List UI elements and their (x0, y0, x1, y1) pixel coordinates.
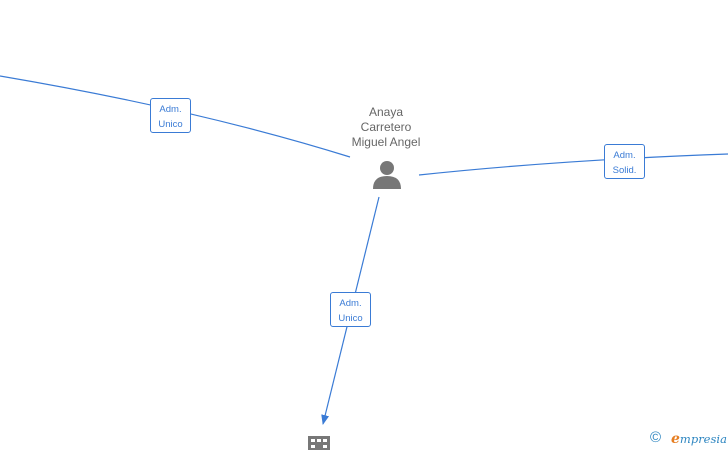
brand-logo[interactable]: empresia (671, 431, 727, 447)
relation-label-left[interactable]: Adm. Unico (150, 98, 191, 133)
brand-name: mpresia (679, 432, 727, 446)
relation-label-bottom-line-2: Unico (338, 313, 363, 324)
person-node-name[interactable]: Anaya Carretero Miguel Angel (330, 105, 442, 150)
person-icon[interactable] (371, 160, 403, 190)
relation-label-right-line-2: Solid. (612, 165, 637, 176)
relation-label-bottom-line-1: Adm. (339, 298, 362, 309)
person-name-line-3: Miguel Angel (351, 135, 421, 149)
building-icon[interactable] (306, 434, 332, 450)
edge-right (418, 153, 728, 176)
relation-label-left-line-2: Unico (158, 119, 183, 130)
person-name-line-2: Carretero (360, 120, 412, 134)
relation-label-right-line-1: Adm. (613, 150, 636, 161)
brand-initial: e (671, 431, 680, 447)
relation-label-bottom[interactable]: Adm. Unico (330, 292, 371, 327)
copyright-icon: © (650, 429, 662, 446)
person-name-line-1: Anaya (368, 105, 404, 119)
relation-label-right[interactable]: Adm. Solid. (604, 144, 645, 179)
relation-label-left-line-1: Adm. (159, 104, 182, 115)
